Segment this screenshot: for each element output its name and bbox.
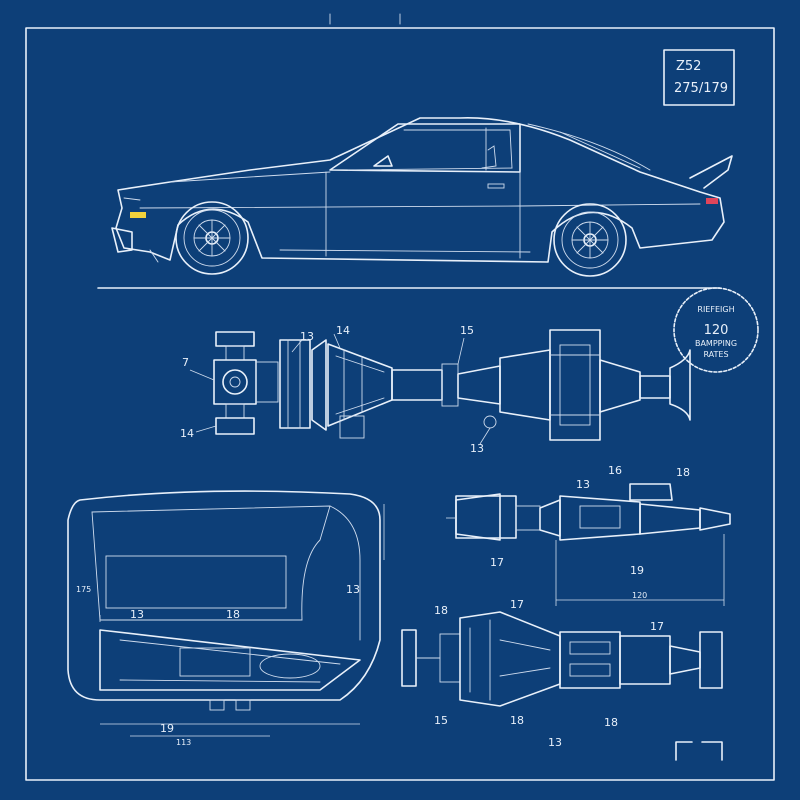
callout-lower-c: 17 (650, 620, 664, 633)
callout-right-e: 19 (630, 564, 644, 577)
stamp-number: 120 (704, 323, 729, 338)
corner-mark (675, 741, 723, 761)
callout-lower-e: 18 (510, 714, 524, 727)
callout-front-top-c: 15 (460, 324, 474, 337)
callout-chassis-c: 19 (160, 722, 174, 735)
dimension-label: 120 (632, 591, 647, 600)
title-block: Z52 275/179 (663, 49, 735, 106)
rear-wheel (553, 203, 627, 277)
front-wheel (175, 201, 249, 275)
callout-chassis-e: 113 (176, 738, 191, 747)
callout-lower-d: 15 (434, 714, 448, 727)
drivetrain-assembly: 7 14 14 13 15 13 (180, 324, 691, 455)
car-side-view (97, 117, 733, 289)
title-block-line1: Z52 (676, 59, 701, 74)
callout-lower-a: 18 (434, 604, 448, 617)
car-greenhouse (329, 123, 521, 173)
rear-spoiler (689, 155, 733, 189)
turn-signal (130, 212, 146, 218)
stamp-top-text: RIEFEIGH (697, 305, 734, 314)
transmission-assembly: 120 13 16 18 17 19 (446, 464, 731, 606)
callout-right-c: 18 (676, 466, 690, 479)
callout-front-top-a: 14 (336, 324, 350, 337)
callout-front-bottom: 13 (470, 442, 484, 455)
callout-front-left-bottom: 14 (180, 427, 194, 440)
tail-light (706, 198, 718, 204)
callout-right-a: 13 (576, 478, 590, 491)
callout-lower-g: 13 (548, 736, 562, 749)
callout-lower-b: 17 (510, 598, 524, 611)
stamp-line3: BAMPPING (695, 339, 737, 348)
title-block-line2: 275/179 (674, 81, 728, 96)
car-body-outline (115, 117, 725, 263)
callout-front-left-top: 7 (182, 356, 189, 369)
callout-chassis-d: 13 (346, 583, 360, 596)
callout-right-b: 16 (608, 464, 622, 477)
callout-chassis-f: 175 (76, 585, 91, 594)
chassis-top-view: 13 18 19 13 113 175 (67, 490, 385, 747)
stamp-line4: RATES (703, 350, 728, 359)
axle-assembly: 18 17 17 15 18 18 13 (401, 598, 723, 749)
callout-chassis-a: 13 (130, 608, 144, 621)
callout-right-d: 17 (490, 556, 504, 569)
callout-lower-f: 18 (604, 716, 618, 729)
callout-front-top-b: 13 (300, 330, 314, 343)
circular-stamp: RIEFEIGH 120 BAMPPING RATES (673, 287, 759, 373)
callout-chassis-b: 18 (226, 608, 240, 621)
outer-frame (25, 27, 775, 781)
